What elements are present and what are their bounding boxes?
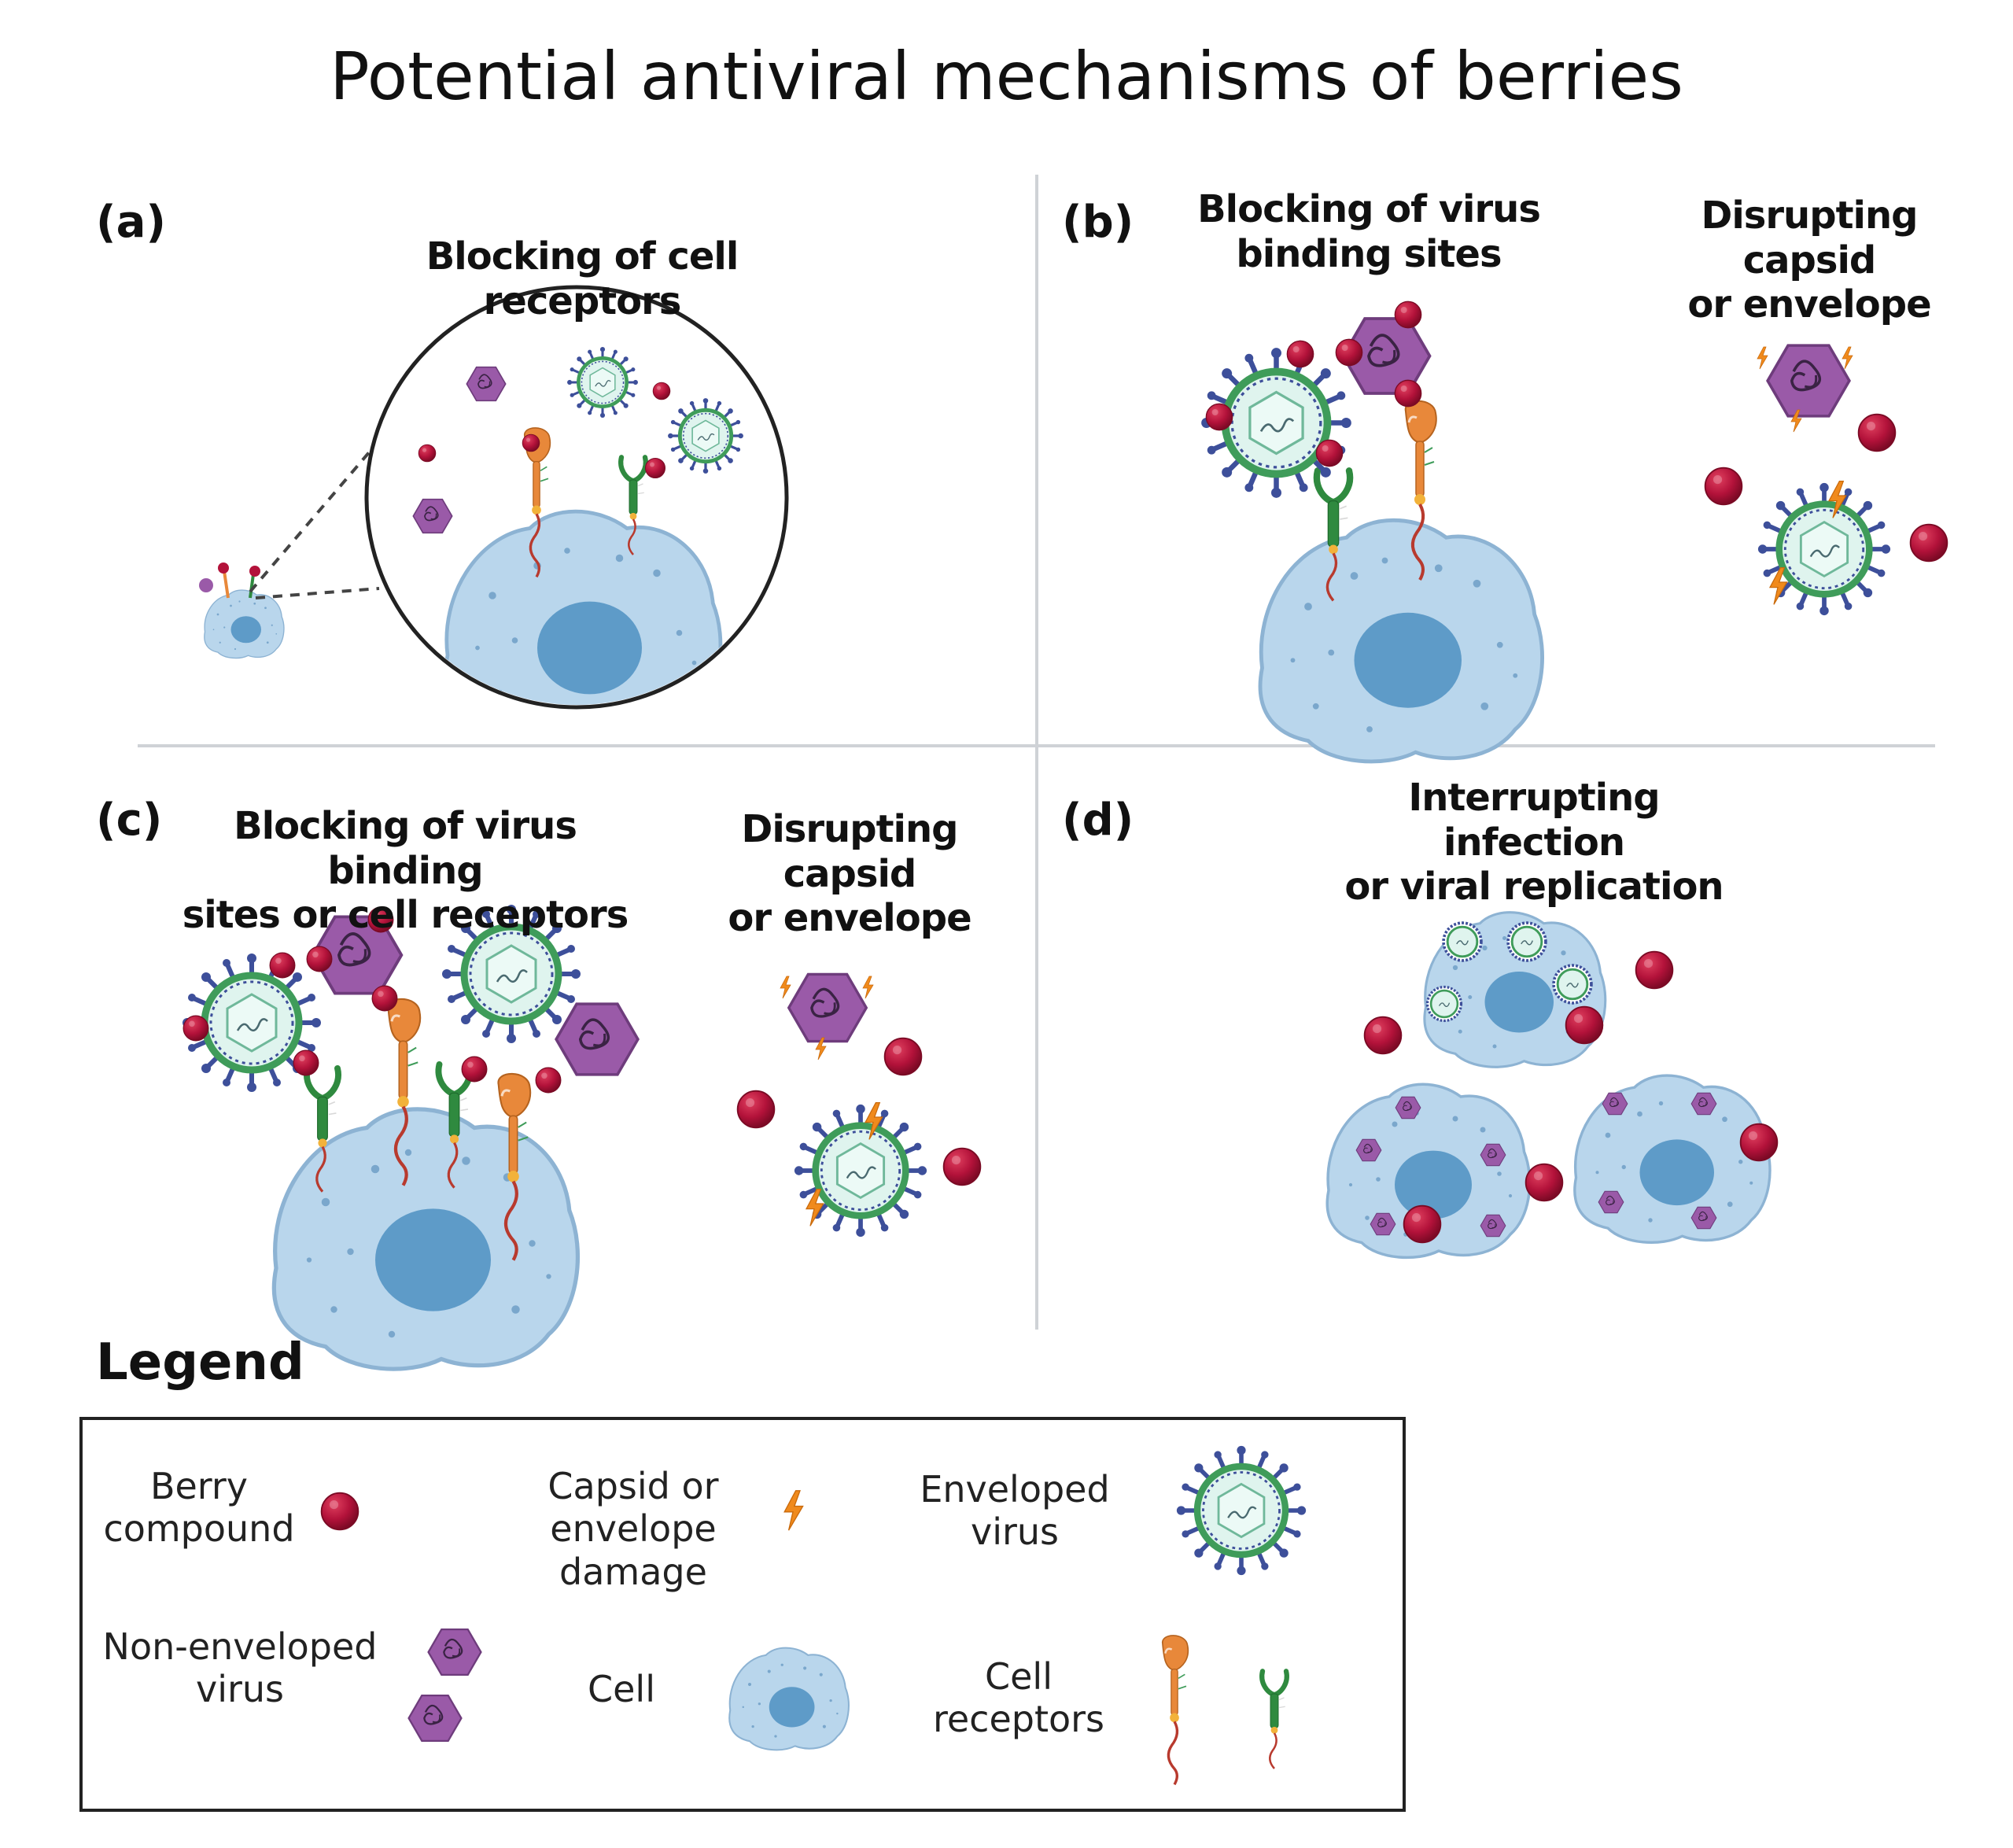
legend-enveloped-line2: virus <box>970 1510 1060 1554</box>
legend-damage-line2: envelope <box>550 1507 717 1551</box>
legend-berry-line2: compound <box>103 1507 295 1551</box>
panel-a-art <box>199 285 789 710</box>
panel-a-label: (a) <box>96 197 166 248</box>
panel-b-heading-left-line2: binding sites <box>1236 231 1502 276</box>
panel-c-heading-left-line1: Blocking of virus binding <box>234 804 577 893</box>
legend-box <box>79 1417 1406 1812</box>
legend-damage-label: Capsid or envelope damage <box>519 1465 747 1593</box>
panel-c-heading-left: Blocking of virus binding sites or cell … <box>169 804 641 938</box>
panel-b-heading-left-line1: Blocking of virus <box>1197 187 1541 231</box>
legend-receptors-label: Cell receptors <box>912 1655 1125 1741</box>
legend-heading: Legend <box>96 1333 304 1392</box>
legend-berry-line1: Berry <box>149 1465 249 1507</box>
panel-d-heading: Interrupting infection or viral replicat… <box>1314 776 1754 909</box>
panel-d-art <box>1325 910 1779 1260</box>
panel-b-heading-right-line2: or envelope <box>1687 282 1931 327</box>
legend-damage-line3: damage <box>559 1550 707 1593</box>
legend-nonenveloped-label: Non-enveloped virus <box>87 1625 393 1711</box>
legend-damage-line1: Capsid or <box>547 1465 719 1507</box>
panel-c-label: (c) <box>96 795 163 846</box>
panel-c-heading-right-line1: Disrupting capsid <box>741 807 959 896</box>
legend-enveloped-label: Enveloped virus <box>897 1468 1133 1554</box>
legend-enveloped-line1: Enveloped <box>920 1468 1110 1510</box>
panel-b-heading-right: Disrupting capsid or envelope <box>1636 194 1982 327</box>
legend-nonenveloped-line2: virus <box>195 1668 285 1711</box>
panel-b-label: (b) <box>1062 197 1134 248</box>
panel-b-art <box>1201 301 1948 762</box>
panel-a-heading: Blocking of cell receptors <box>426 234 739 323</box>
legend-berry-label: Berry compound <box>93 1465 305 1551</box>
legend-cell-label: Cell <box>588 1668 655 1710</box>
page-title: Potential antiviral mechanisms of berrie… <box>330 38 1683 115</box>
legend-nonenveloped-line1: Non-enveloped <box>102 1625 378 1668</box>
panel-c-heading-right: Disrupting capsid or envelope <box>677 807 1023 941</box>
panel-c-art <box>182 905 982 1369</box>
panel-d-heading-line1: Interrupting infection <box>1408 776 1660 865</box>
panel-d-label: (d) <box>1062 795 1134 846</box>
panel-c-heading-right-line2: or envelope <box>728 896 971 941</box>
legend-receptors-line1: Cell <box>985 1655 1053 1698</box>
panel-b-heading-left: Blocking of virus binding sites <box>1164 187 1573 276</box>
panel-b-heading-right-line1: Disrupting capsid <box>1701 194 1919 282</box>
panel-d-heading-line2: or viral replication <box>1344 865 1724 909</box>
panel-c-heading-left-line2: sites or cell receptors <box>182 893 629 938</box>
legend-receptors-line2: receptors <box>932 1698 1105 1741</box>
